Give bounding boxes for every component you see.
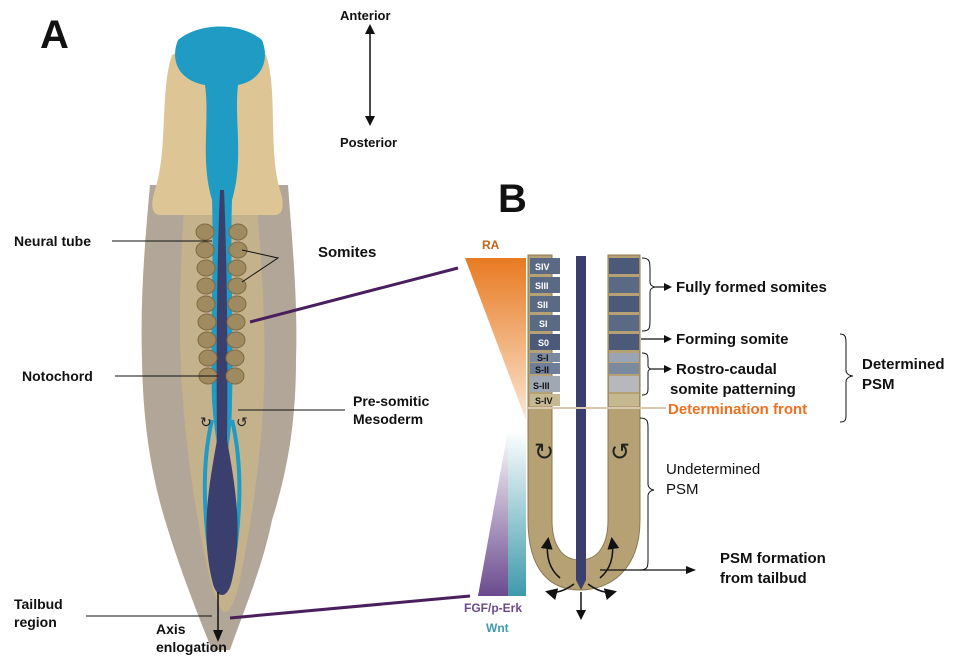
somite-label-S-III: S-III xyxy=(533,381,550,391)
somite-column-right xyxy=(226,224,247,384)
fully-formed-label: Fully formed somites xyxy=(676,279,827,296)
undetermined-psm-bracket xyxy=(640,418,654,570)
fully-formed-arrowhead xyxy=(664,283,672,291)
somite-label-S-II: S-II xyxy=(535,365,549,375)
somite-label-SI: SI xyxy=(539,319,548,329)
panel-b: B RA FGF/p-Erk Wnt SIV SIII SII SI xyxy=(464,177,945,635)
posterior-elongation-arrowhead xyxy=(576,610,586,620)
ra-label: RA xyxy=(482,238,500,252)
fgf-gradient xyxy=(478,430,508,596)
neural-tube-label: Neural tube xyxy=(14,233,91,249)
somite-column-left xyxy=(196,224,217,384)
determined-psm-label-line2: PSM xyxy=(862,376,895,393)
rostro-caudal-label-line1: Rostro-caudal xyxy=(676,361,777,378)
rotation-icon: ↻ xyxy=(534,438,554,466)
fgf-label: FGF/p-Erk xyxy=(464,601,522,615)
psm-formation-label-line1: PSM formation xyxy=(720,550,826,567)
determined-psm-label-line1: Determined xyxy=(862,356,945,373)
somite-label-SIII: SIII xyxy=(535,281,549,291)
anterior-label: Anterior xyxy=(340,8,391,23)
somite-label-S-IV: S-IV xyxy=(535,396,553,406)
rotation-icon: ↺ xyxy=(236,415,248,431)
psm-formation-label-line2: from tailbud xyxy=(720,570,807,587)
ap-arrow-up-head xyxy=(365,24,375,34)
panel-a: ↻ ↺ A Anterior Posterior Neural tube Som… xyxy=(14,8,470,655)
psm-label-line1: Pre-somitic xyxy=(353,393,429,409)
determination-front-label: Determination front xyxy=(668,401,807,418)
somite-label-S-I: S-I xyxy=(537,353,549,363)
notochord-label: Notochord xyxy=(22,368,93,384)
posterior-label: Posterior xyxy=(340,135,397,150)
wnt-gradient xyxy=(508,430,526,596)
axis-label-line1: Axis xyxy=(156,621,186,637)
rotation-icon: ↺ xyxy=(610,438,630,466)
forming-somite-label: Forming somite xyxy=(676,331,789,348)
somite-label-SII: SII xyxy=(537,300,548,310)
rostro-caudal-arrowhead xyxy=(664,365,672,373)
axis-label-line2: enlogation xyxy=(156,639,227,655)
somite-label-S0: S0 xyxy=(538,338,549,348)
undetermined-psm-label-line1: Undetermined xyxy=(666,461,760,478)
tailbud-label-line2: region xyxy=(14,614,57,630)
determined-psm-bracket xyxy=(840,334,853,422)
rostro-caudal-label-line2: somite patterning xyxy=(670,381,796,398)
notochord-b xyxy=(576,256,586,590)
connector-bottom xyxy=(230,596,470,618)
somite-label-SIV: SIV xyxy=(535,262,550,272)
ap-arrow-down-head xyxy=(365,116,375,126)
psm-label-line2: Mesoderm xyxy=(353,411,423,427)
wnt-label: Wnt xyxy=(486,621,509,635)
undetermined-psm-label-line2: PSM xyxy=(666,481,699,498)
ra-gradient xyxy=(465,258,526,420)
panel-b-letter: B xyxy=(498,177,527,221)
fully-formed-bracket xyxy=(642,258,656,331)
psm-formation-arrowhead xyxy=(686,566,696,574)
tailbud-label-line1: Tailbud xyxy=(14,596,63,612)
forming-somite-arrowhead xyxy=(664,335,672,343)
rotation-icon: ↻ xyxy=(200,415,212,431)
somites-label: Somites xyxy=(318,244,376,261)
rostro-caudal-bracket xyxy=(642,353,652,395)
panel-a-letter: A xyxy=(40,13,69,57)
